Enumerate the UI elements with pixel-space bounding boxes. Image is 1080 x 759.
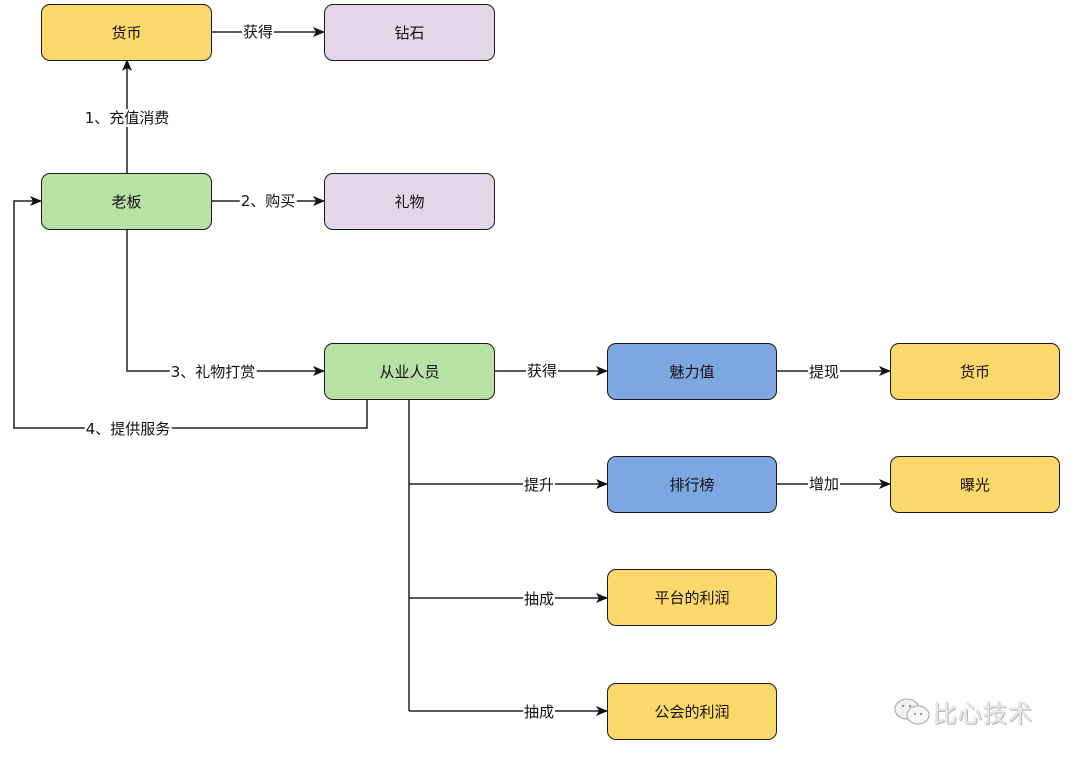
edge-tip — [126, 229, 325, 376]
edge-label-commission-guild: 抽成 — [522, 703, 556, 721]
edge-label-commission-platform: 抽成 — [522, 590, 556, 608]
node-label: 曝光 — [959, 476, 990, 494]
node-label: 公会的利润 — [654, 703, 730, 721]
edge-label-obtain-charm: 获得 — [525, 362, 559, 380]
node-label: 排行榜 — [669, 476, 715, 494]
node-guild-profit[interactable]: 公会的利润 — [607, 683, 777, 740]
node-currency-right[interactable]: 货币 — [890, 343, 1060, 400]
node-diamond[interactable]: 钻石 — [324, 4, 495, 61]
node-exposure[interactable]: 曝光 — [890, 456, 1060, 513]
edge-label-increase: 增加 — [807, 475, 841, 493]
edge-label-recharge: 1、充值消费 — [83, 109, 171, 127]
edge-label-obtain-diamond: 获得 — [241, 23, 275, 41]
node-ranking[interactable]: 排行榜 — [607, 456, 777, 513]
node-label: 礼物 — [394, 193, 425, 211]
node-label: 平台的利润 — [654, 589, 730, 607]
node-label: 钻石 — [394, 24, 425, 42]
node-label: 货币 — [111, 24, 142, 42]
node-label: 从业人员 — [379, 363, 440, 381]
node-gift[interactable]: 礼物 — [324, 173, 495, 230]
edge-label-withdraw: 提现 — [807, 363, 841, 381]
node-practitioner[interactable]: 从业人员 — [324, 343, 495, 400]
node-platform-profit[interactable]: 平台的利润 — [607, 569, 777, 626]
watermark-text: 比心技术 — [933, 700, 1033, 728]
node-boss[interactable]: 老板 — [41, 173, 212, 230]
wechat-icon — [894, 698, 930, 724]
node-charm[interactable]: 魅力值 — [607, 343, 777, 400]
edge-label-tip: 3、礼物打赏 — [169, 363, 257, 381]
edge-service — [13, 196, 368, 429]
node-label: 老板 — [111, 193, 142, 211]
edge-label-promote: 提升 — [522, 476, 556, 494]
node-label: 货币 — [959, 363, 990, 381]
node-currency-top[interactable]: 货币 — [41, 4, 212, 61]
node-label: 魅力值 — [669, 363, 715, 381]
edge-label-buy: 2、购买 — [239, 192, 297, 210]
edge-label-service: 4、提供服务 — [84, 420, 172, 438]
watermark: 比心技术 — [893, 694, 1033, 729]
